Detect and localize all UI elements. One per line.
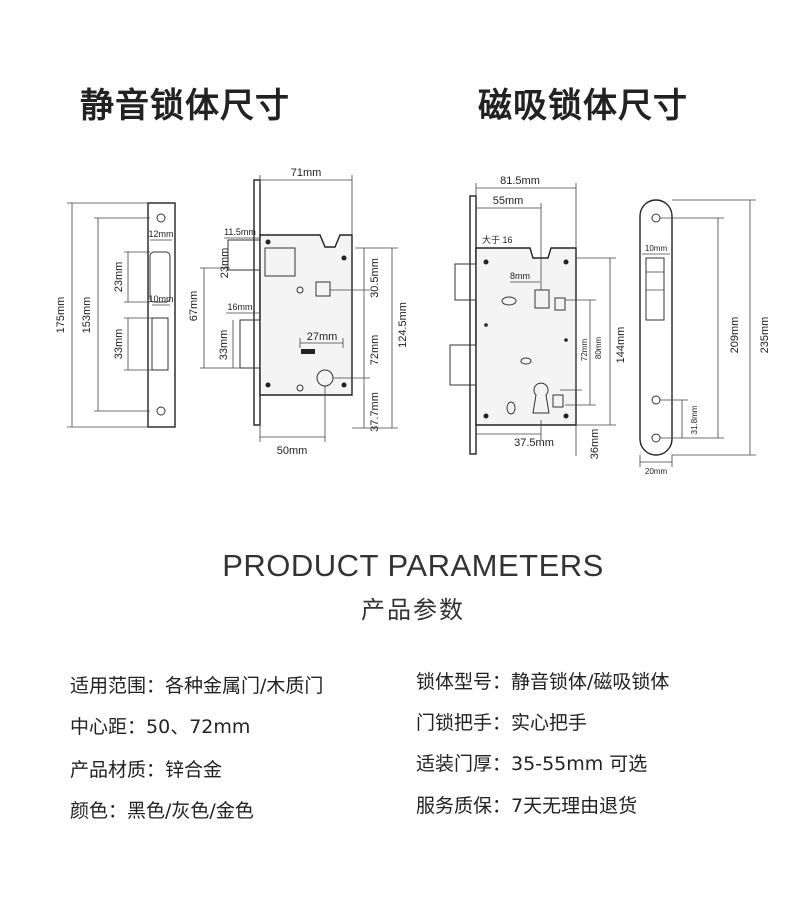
magnetic-lock-title: 磁吸锁体尺寸 xyxy=(478,86,688,126)
dim-12: 12mm xyxy=(148,229,173,239)
param-value: 实心把手 xyxy=(511,712,588,734)
dim-153: 153mm xyxy=(81,297,93,334)
dim-greater-16: 大于 16 xyxy=(482,234,513,245)
dim-8: 8mm xyxy=(510,271,530,281)
dim-67: 67mm xyxy=(188,291,200,322)
dim-11-5: 11.5mm xyxy=(224,227,256,237)
param-key: 颜色 xyxy=(70,800,127,822)
dim-235: 235mm xyxy=(759,317,771,354)
product-parameters-subheading: 产品参数 xyxy=(361,596,465,624)
param-value: 35-55mm 可选 xyxy=(511,753,648,775)
param-key: 适装门厚 xyxy=(416,753,511,775)
dim-16: 16mm xyxy=(227,302,252,312)
right-lock-body xyxy=(449,195,577,455)
dim-33b: 33mm xyxy=(218,330,230,361)
dim-81-5: 81.5mm xyxy=(500,175,540,187)
dim-10-right: 10mm xyxy=(645,244,668,253)
param-material: 产品材质锌合金 xyxy=(70,755,222,782)
dim-144: 144mm xyxy=(615,327,627,364)
param-key: 产品材质 xyxy=(70,759,165,781)
param-key: 中心距 xyxy=(70,716,146,738)
dim-72-right: 72mm xyxy=(580,339,589,362)
param-value: 黑色/灰色/金色 xyxy=(127,800,254,822)
silent-lock-title: 静音锁体尺寸 xyxy=(80,86,290,126)
param-warranty: 服务质保7天无理由退货 xyxy=(416,791,637,818)
param-key: 服务质保 xyxy=(416,795,511,817)
param-value: 50、72mm xyxy=(146,716,251,738)
dim-27: 27mm xyxy=(307,331,338,343)
param-key: 锁体型号 xyxy=(416,671,511,693)
dim-124-5: 124.5mm xyxy=(397,302,409,348)
param-key: 适用范围 xyxy=(70,675,165,697)
dim-50: 50mm xyxy=(277,445,308,457)
product-parameters-heading: PRODUCT PARAMETERS xyxy=(222,548,604,583)
param-model: 锁体型号静音锁体/磁吸锁体 xyxy=(416,667,669,694)
param-value: 锌合金 xyxy=(165,759,223,781)
param-scope: 适用范围各种金属门/木质门 xyxy=(70,671,323,698)
param-value: 各种金属门/木质门 xyxy=(165,675,324,697)
dim-31-8: 31.8mm xyxy=(690,405,699,434)
dim-37-7: 37.7mm xyxy=(369,392,381,432)
dim-37-5: 37.5mm xyxy=(514,437,554,449)
dim-55: 55mm xyxy=(493,195,524,207)
right-faceplate xyxy=(639,199,673,456)
dim-209: 209mm xyxy=(729,317,741,354)
dim-175: 175mm xyxy=(55,297,67,334)
dim-20: 20mm xyxy=(645,467,668,476)
dim-80: 80mm xyxy=(594,337,603,360)
param-key: 门锁把手 xyxy=(416,712,511,734)
dim-30-5: 30.5mm xyxy=(369,258,381,298)
param-door-thickness: 适装门厚35-55mm 可选 xyxy=(416,749,647,776)
dimension-diagrams: 175mm 153mm 23mm 33mm 12mm 10mm 71mm 11.… xyxy=(55,167,771,476)
dim-71: 71mm xyxy=(291,167,322,179)
param-value: 静音锁体/磁吸锁体 xyxy=(511,671,670,693)
dim-23a: 23mm xyxy=(113,262,125,293)
dim-10: 10mm xyxy=(148,294,173,304)
param-value: 7天无理由退货 xyxy=(511,795,638,817)
left-lock-body xyxy=(227,179,353,426)
param-center-distance: 中心距50、72mm xyxy=(70,712,250,739)
dim-23b: 23mm xyxy=(219,248,231,279)
param-color: 颜色黑色/灰色/金色 xyxy=(70,796,254,823)
dim-33a: 33mm xyxy=(113,329,125,360)
dim-36: 36mm xyxy=(589,429,601,460)
param-handle: 门锁把手实心把手 xyxy=(416,708,587,735)
dim-72: 72mm xyxy=(369,335,381,366)
